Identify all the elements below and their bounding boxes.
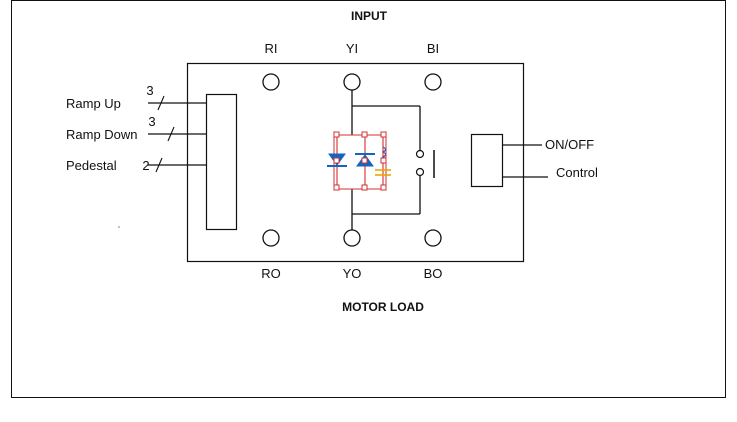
terminal-bo [424,229,442,247]
motor-load-label: MOTOR LOAD [342,300,424,314]
selection-handles [333,131,387,191]
ramp-down-bus-tick [167,126,175,142]
terminal-yo [343,229,361,247]
handle [361,131,368,138]
handle [361,184,368,191]
control-label: Control [556,165,598,180]
ramp-down-wire-count: 3 [148,114,155,129]
handle [380,157,387,164]
on-off-label: ON/OFF [545,137,594,152]
control-module [205,93,238,231]
pedestal-label: Pedestal [66,158,117,173]
handle [380,131,387,138]
pedestal-bus-tick [155,157,163,173]
terminal-label-yi: YI [346,41,358,56]
handle [380,184,387,191]
terminal-ro [262,229,280,247]
outer-frame [11,0,726,398]
terminal-label-ri: RI [265,41,278,56]
on-off-module [470,133,504,188]
terminal-yi [343,73,361,91]
stray-dot [118,226,120,228]
controller-box [186,62,525,263]
handle [333,131,340,138]
ramp-up-wire-count: 3 [146,83,153,98]
input-label: INPUT [351,9,388,23]
handle [333,157,340,164]
terminal-label-ro: RO [261,266,281,281]
ramp-up-bus-tick [157,95,165,111]
terminal-label-yo: YO [343,266,362,281]
handle [361,157,368,164]
terminal-ri [262,73,280,91]
terminal-label-bi: BI [427,41,439,56]
handle [333,184,340,191]
ramp-up-label: Ramp Up [66,96,121,111]
terminal-label-bo: BO [424,266,443,281]
terminal-bi [424,73,442,91]
ramp-down-label: Ramp Down [66,127,138,142]
pedestal-wire-count: 2 [142,158,149,173]
bypass-contact-top [415,149,425,159]
bypass-contact-bottom [415,167,425,177]
